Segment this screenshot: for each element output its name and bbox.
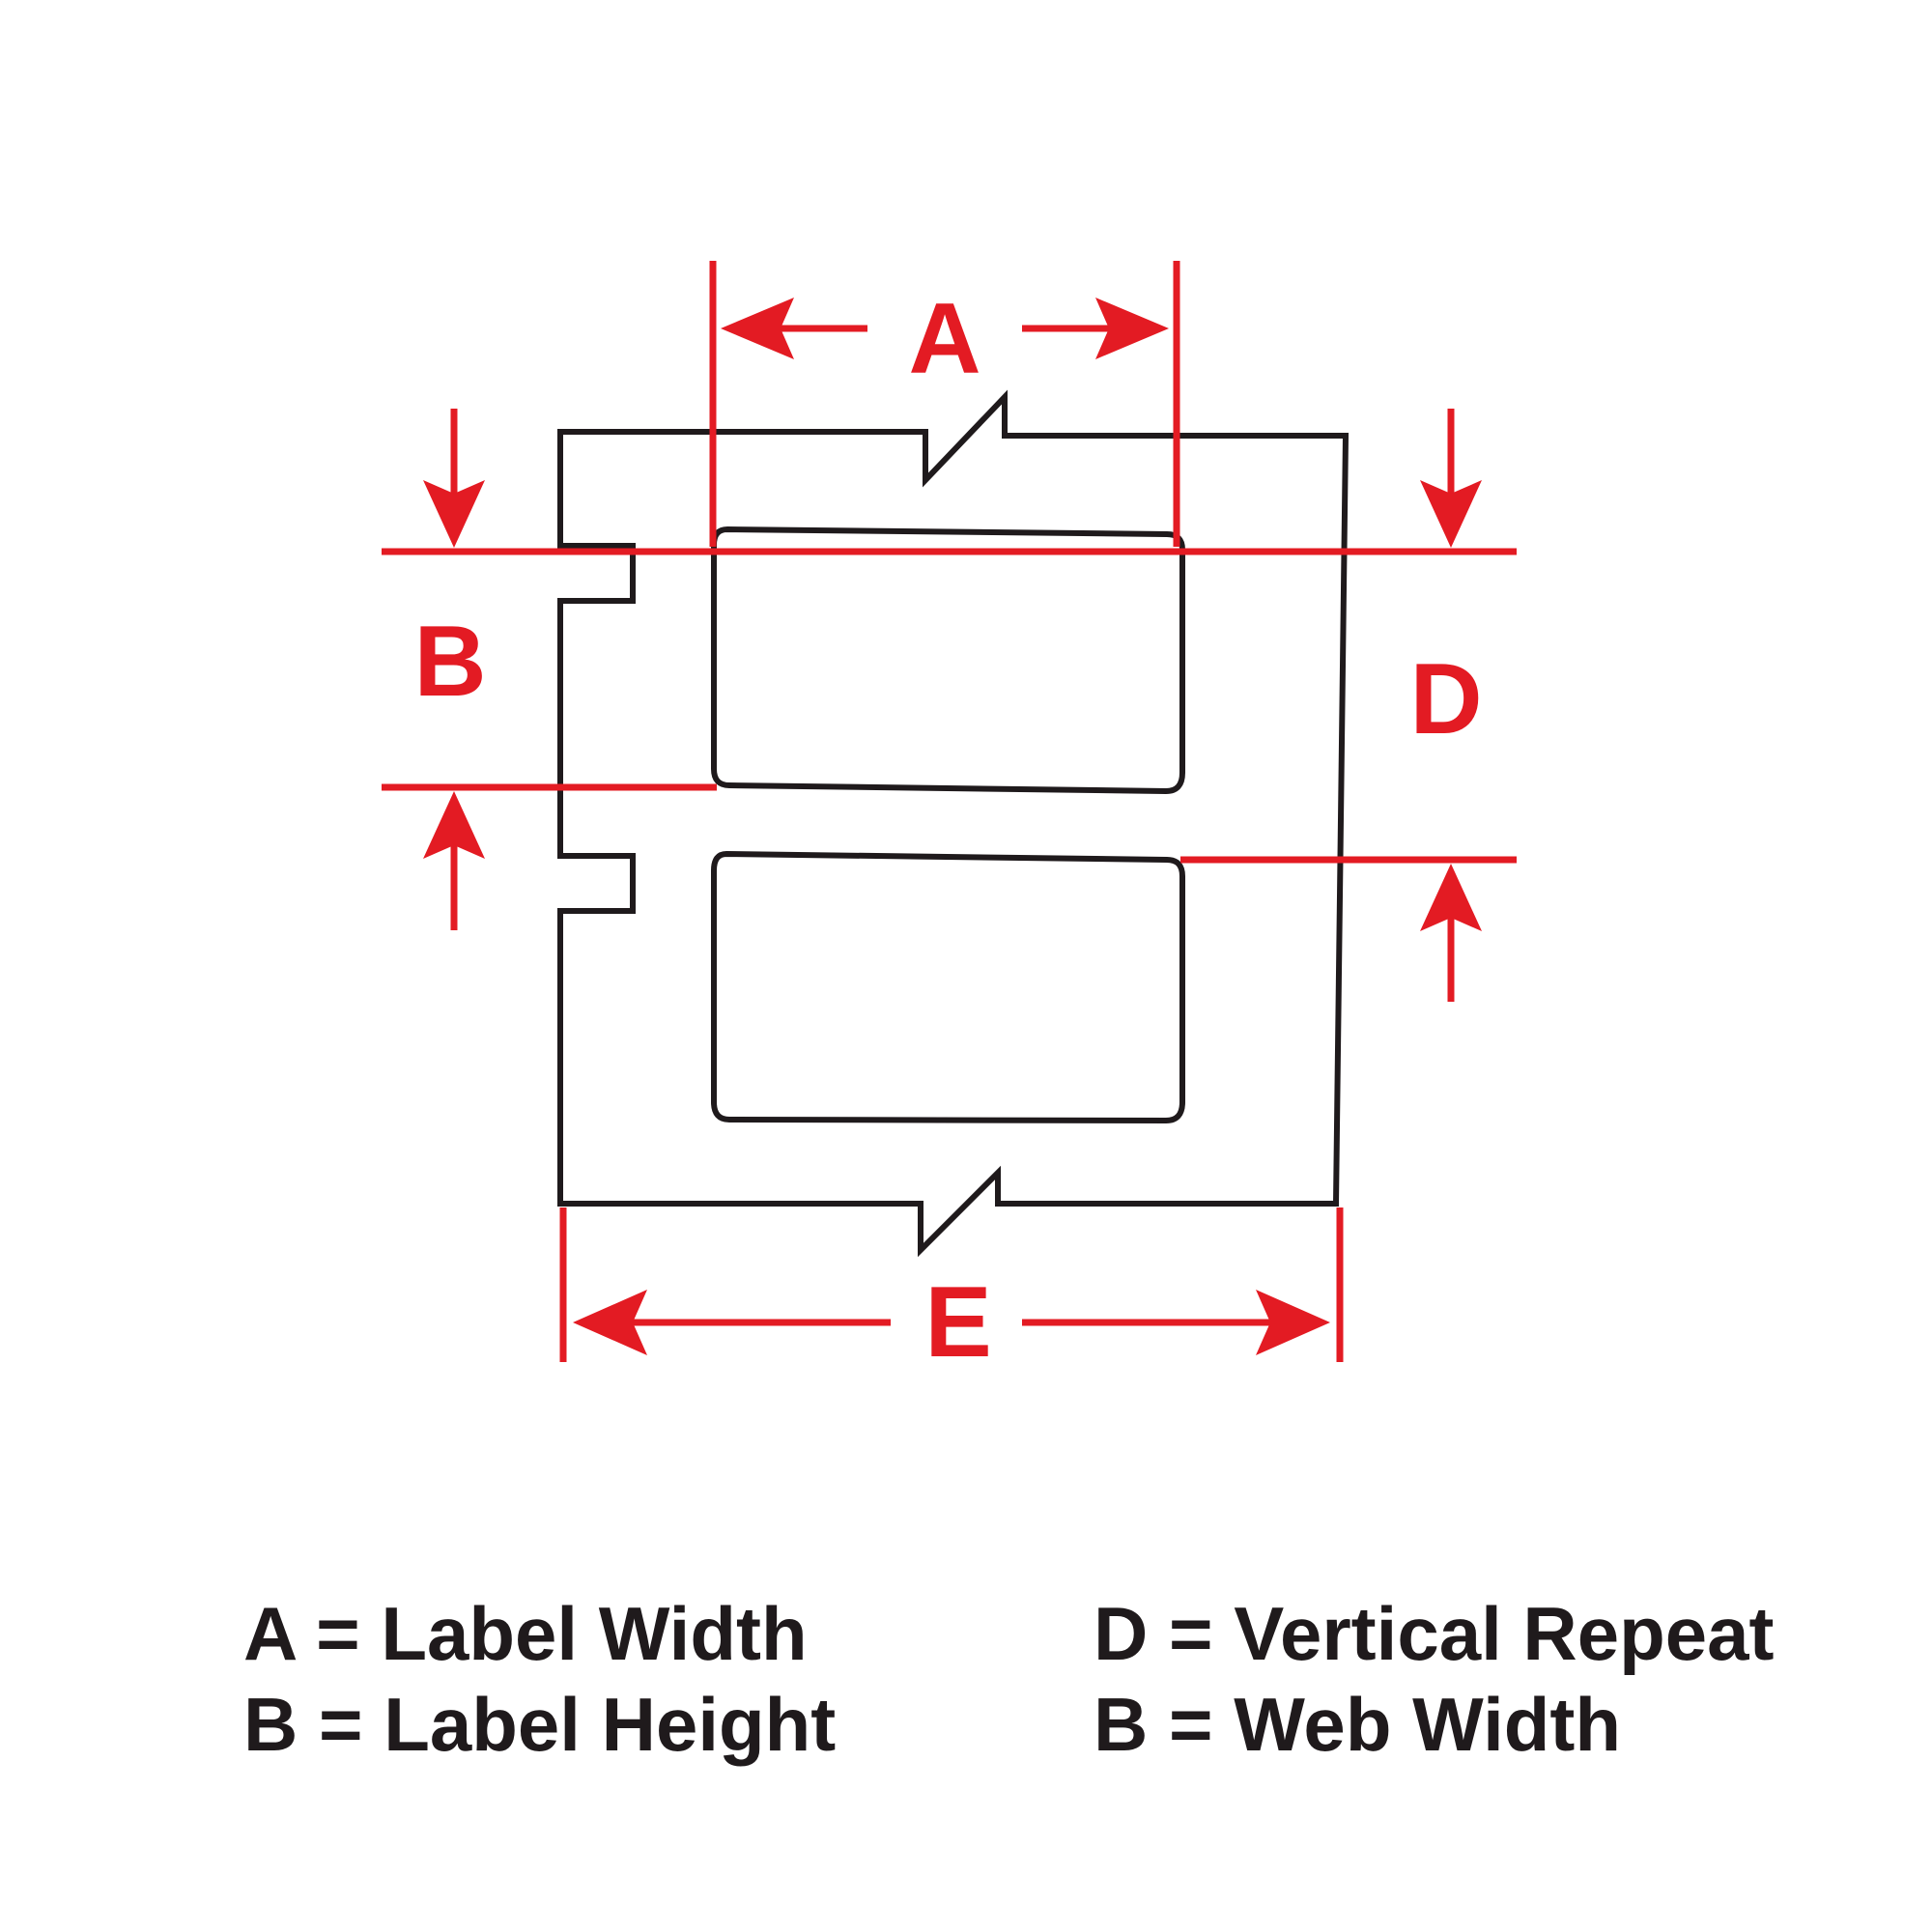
legend-label-height: B = Label Height	[243, 1682, 836, 1767]
lower-label-outline	[711, 850, 1185, 1124]
legend-vertical-repeat: D = Vertical Repeat	[1094, 1591, 1775, 1676]
legend-web-width: B = Web Width	[1094, 1682, 1621, 1767]
dimension-e-arrowhead-left	[573, 1290, 647, 1355]
dimension-a-arrowhead-right	[1095, 298, 1169, 359]
dimension-b-arrowhead-top	[423, 480, 485, 548]
dimension-e-letter: E	[924, 1266, 991, 1378]
dimension-b-arrowhead-bottom	[423, 791, 485, 859]
legend-label-width: A = Label Width	[243, 1591, 808, 1676]
liner-outline	[557, 389, 1350, 1258]
dimension-a-letter: A	[908, 283, 980, 395]
dimension-b-letter: B	[413, 606, 486, 718]
dimension-d-arrowhead-top	[1420, 480, 1482, 548]
dimension-a-arrowhead-left	[721, 298, 794, 359]
upper-label-outline	[711, 526, 1185, 795]
dimension-e-arrowhead-right	[1256, 1290, 1330, 1355]
dimension-d-arrowhead-bottom	[1420, 864, 1482, 931]
dimension-d-letter: D	[1409, 643, 1482, 755]
